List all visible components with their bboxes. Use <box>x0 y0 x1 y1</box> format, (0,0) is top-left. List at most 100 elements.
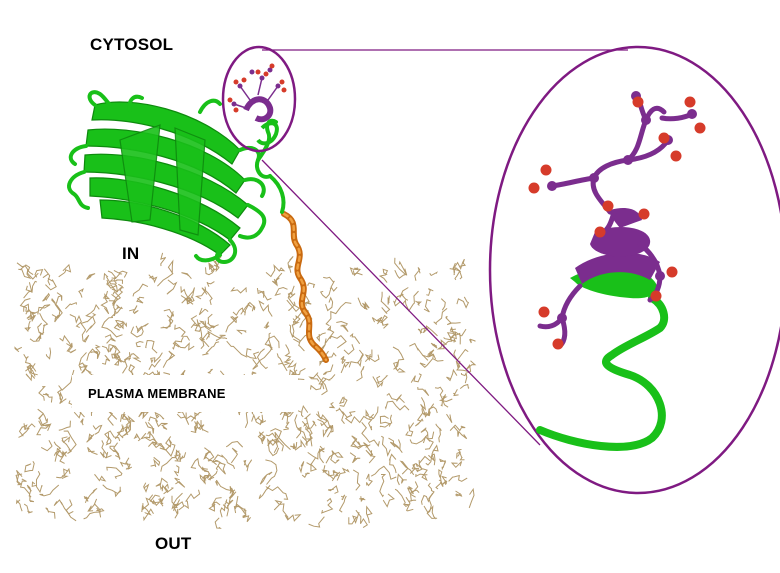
lipid-chain <box>102 290 111 300</box>
lipid-chain <box>199 473 207 485</box>
lipid-chain <box>408 489 420 502</box>
lipid-chain <box>37 304 51 315</box>
lipid-chain <box>59 391 67 404</box>
lipid-chain <box>436 339 447 350</box>
lipid-chain <box>173 465 180 477</box>
lipid-chain <box>24 320 32 332</box>
lipid-chain <box>35 470 43 494</box>
lipid-chain <box>128 353 142 363</box>
lipid-chain <box>120 411 126 422</box>
plasma-membrane-label: PLASMA MEMBRANE <box>72 375 298 412</box>
lipid-chain <box>123 426 131 436</box>
lipid-chain <box>386 392 405 404</box>
lipid-chain <box>417 386 430 397</box>
lipid-chain <box>125 415 135 429</box>
lipid-chain <box>284 344 292 362</box>
lipid-chain <box>284 514 302 522</box>
lipid-chain <box>92 424 103 435</box>
lipid-chain <box>349 452 361 464</box>
lipid-chain <box>273 499 289 518</box>
lipid-chain <box>456 296 470 309</box>
lipid-chain <box>16 469 23 486</box>
lipid-chain <box>201 287 213 306</box>
lipid-chain <box>361 421 380 447</box>
lipid-chain <box>327 485 339 494</box>
lipid-chain <box>440 475 448 486</box>
lipid-chain <box>343 344 355 355</box>
lipid-chain <box>225 316 239 333</box>
lipid-chain <box>306 457 318 472</box>
lipid-chain <box>426 288 434 296</box>
lipid-chain <box>455 360 469 372</box>
lipid-chain <box>427 482 435 498</box>
lipid-chain <box>18 268 32 280</box>
lipid-chain <box>316 332 326 343</box>
lipid-chain <box>180 286 190 301</box>
lipid-chain <box>468 487 475 509</box>
lipid-chain <box>233 505 246 515</box>
lipid-chain <box>453 389 459 397</box>
lipid-chain <box>351 435 364 450</box>
lipid-chain <box>199 320 212 332</box>
lipid-chain <box>78 288 84 298</box>
lipid-chain <box>409 342 429 361</box>
cytosol-label: CYTOSOL <box>90 35 174 54</box>
lipid-chain <box>86 433 95 443</box>
lipid-chain <box>325 450 344 464</box>
lipid-chain <box>208 503 216 512</box>
lipid-chain <box>316 374 328 396</box>
lipid-chain <box>423 403 435 417</box>
lipid-chain <box>39 484 60 497</box>
lipid-chain <box>364 349 373 362</box>
lipid-chain <box>100 298 110 315</box>
lipid-chain <box>393 294 409 307</box>
lipid-chain <box>469 338 476 344</box>
lipid-chain <box>40 439 53 452</box>
zoomed-helix-detail <box>528 91 706 451</box>
lipid-chain <box>86 273 96 280</box>
lipid-chain <box>185 412 199 425</box>
lipid-chain <box>145 421 155 434</box>
lipid-chain <box>298 461 305 474</box>
lipid-chain <box>142 494 155 511</box>
lipid-chain <box>171 492 183 512</box>
lipid-chain <box>409 462 420 474</box>
lipid-chain <box>440 396 448 407</box>
lipid-chain <box>305 420 317 431</box>
lipid-chain <box>357 297 368 310</box>
lipid-chain <box>308 372 320 382</box>
lipid-chain <box>102 354 111 365</box>
lipid-chain <box>356 365 365 382</box>
lipid-chain <box>37 408 49 426</box>
lipid-chain <box>379 474 387 498</box>
lipid-chain <box>19 264 39 280</box>
lipid-chain <box>101 440 109 459</box>
lipid-chain <box>422 406 438 417</box>
lipid-chain <box>206 281 215 287</box>
lipid-chain <box>425 453 436 466</box>
lipid-chain <box>363 301 370 309</box>
lipid-chain <box>419 357 444 368</box>
lipid-chain <box>104 430 121 442</box>
lipid-chain <box>201 466 212 481</box>
lipid-chain <box>379 415 392 427</box>
lipid-chain <box>45 347 52 360</box>
lipid-chain <box>208 470 218 481</box>
lipid-chain <box>258 484 271 500</box>
lipid-chain <box>207 313 213 328</box>
lipid-chain <box>422 435 434 450</box>
lipid-chain <box>24 461 35 473</box>
lipid-chain <box>113 320 127 331</box>
lipid-chain <box>349 332 361 345</box>
lipid-chain <box>317 411 329 427</box>
lipid-chain <box>65 499 77 522</box>
lipid-chain <box>398 260 408 276</box>
lipid-chain <box>266 437 280 457</box>
lipid-chain <box>23 354 36 372</box>
lipid-chain <box>87 498 98 512</box>
lipid-chain <box>335 407 345 425</box>
lipid-chain <box>58 420 71 431</box>
lipid-chain <box>42 268 51 286</box>
lipid-chain <box>122 352 131 374</box>
lipid-chain <box>219 499 228 518</box>
